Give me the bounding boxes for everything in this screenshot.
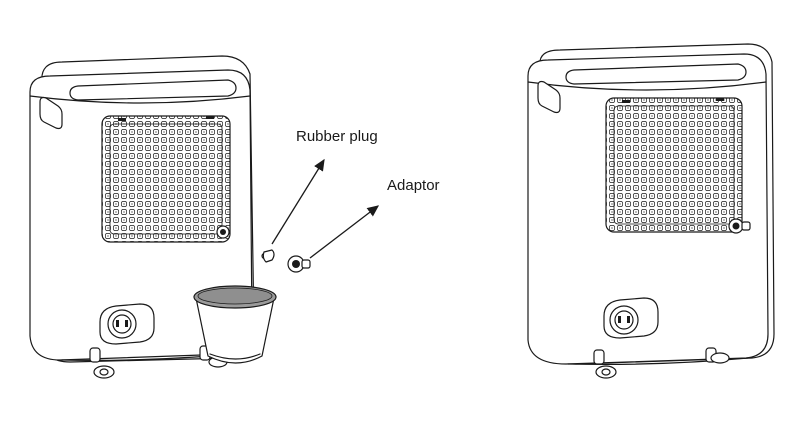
adaptor-arrow xyxy=(309,205,380,259)
air-filter-grille-right xyxy=(605,97,743,233)
rubber-plug-arrow xyxy=(271,158,325,245)
rubber-plug-label: Rubber plug xyxy=(296,128,378,145)
wheel-left-rear xyxy=(593,349,617,379)
side-handle-right xyxy=(537,80,561,114)
installed-adaptor xyxy=(728,218,751,234)
rubber-plug xyxy=(261,249,275,263)
wheel-right-rear xyxy=(705,347,730,364)
dehumidifier-right xyxy=(527,43,775,379)
wheel-left-front xyxy=(89,347,115,379)
side-handle-left xyxy=(39,96,63,130)
water-bucket xyxy=(193,285,277,364)
top-handle-right xyxy=(565,63,747,85)
dehumidifier-left xyxy=(29,55,255,379)
adaptor xyxy=(287,255,311,273)
adaptor-label: Adaptor xyxy=(387,177,440,194)
air-filter-grille-left xyxy=(101,115,231,243)
top-handle-left xyxy=(69,79,237,101)
